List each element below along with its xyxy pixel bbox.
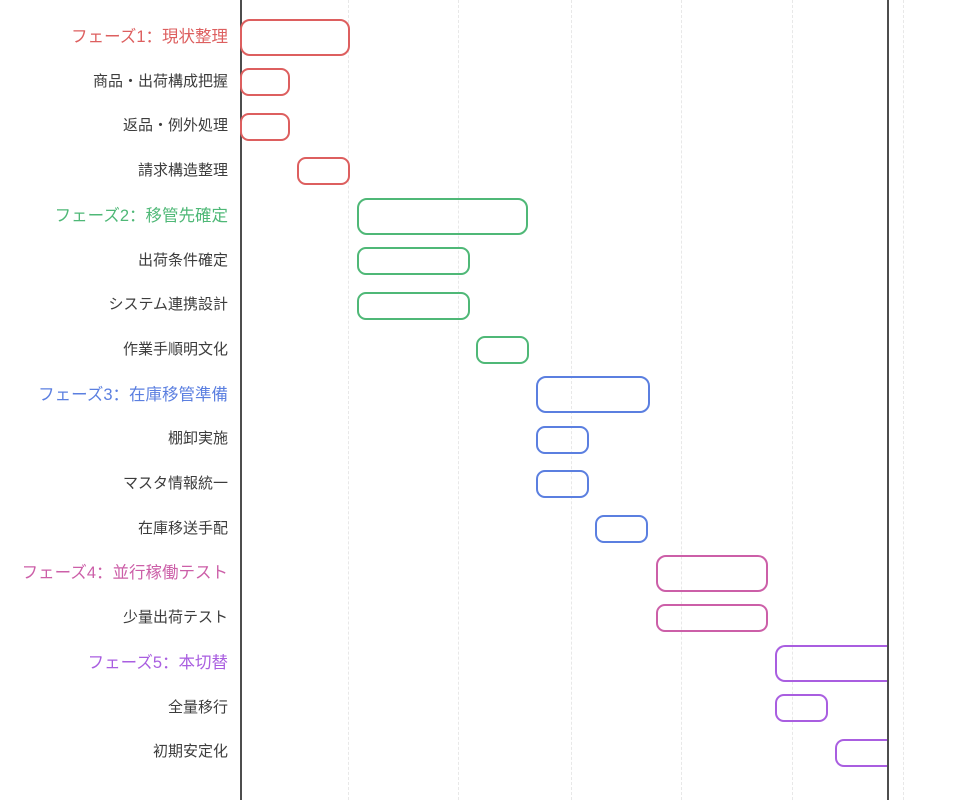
gantt-bar[interactable]: [536, 425, 589, 454]
gantt-bar[interactable]: [536, 470, 589, 499]
gantt-bar[interactable]: [835, 738, 887, 767]
row-label: 請求構造整理: [137, 162, 228, 180]
gantt-task-row[interactable]: 少量出荷テスト: [0, 596, 973, 641]
row-label: 棚卸実施: [167, 430, 228, 448]
gantt-task-row[interactable]: 初期安定化: [0, 730, 973, 775]
row-label: 在庫移送手配: [137, 519, 228, 537]
gridline-1: [458, 0, 459, 800]
row-label: 初期安定化: [152, 743, 228, 761]
row-label: システム連携設計: [108, 296, 228, 314]
gantt-bar[interactable]: [536, 376, 650, 414]
row-label: フェーズ5：本切替: [87, 653, 228, 672]
gantt-task-row[interactable]: 商品・出荷構成把握: [0, 60, 973, 105]
gantt-phase-row[interactable]: フェーズ3：在庫移管準備: [0, 373, 973, 418]
gridline-0: [348, 0, 349, 800]
gantt-bar[interactable]: [240, 68, 290, 97]
today-marker: [887, 0, 889, 800]
axis-left: [240, 0, 242, 800]
gantt-bar[interactable]: [656, 555, 768, 593]
row-label: フェーズ1：現状整理: [71, 28, 228, 46]
gridline-5: [903, 0, 904, 800]
gantt-task-row[interactable]: システム連携設計: [0, 283, 973, 328]
row-label: 少量出荷テスト: [122, 609, 228, 627]
gantt-task-row[interactable]: 請求構造整理: [0, 149, 973, 194]
row-label: 作業手順明文化: [122, 340, 228, 358]
gantt-task-row[interactable]: 棚卸実施: [0, 417, 973, 462]
row-label: 商品・出荷構成把握: [92, 72, 228, 90]
gantt-task-row[interactable]: 返品・例外処理: [0, 104, 973, 149]
gantt-bar[interactable]: [357, 197, 528, 235]
gantt-bar[interactable]: [240, 18, 350, 56]
gantt-task-row[interactable]: 全量移行: [0, 686, 973, 731]
row-label: フェーズ4：並行稼働テスト: [21, 564, 228, 583]
gridline-4: [792, 0, 793, 800]
gantt-bar[interactable]: [476, 336, 529, 365]
gantt-phase-row[interactable]: フェーズ2：移管先確定: [0, 194, 973, 239]
row-label: フェーズ2：移管先確定: [54, 206, 228, 225]
gridline-3: [681, 0, 682, 800]
row-label: フェーズ3：在庫移管準備: [38, 385, 228, 404]
gantt-bar[interactable]: [775, 693, 828, 722]
gantt-bar[interactable]: [357, 291, 470, 320]
gantt-bar[interactable]: [297, 157, 350, 186]
gantt-task-row[interactable]: マスタ情報統一: [0, 462, 973, 507]
gantt-task-row[interactable]: 在庫移送手配: [0, 507, 973, 552]
gantt-bar[interactable]: [595, 515, 648, 544]
row-label: マスタ情報統一: [122, 475, 228, 492]
gantt-task-row[interactable]: 出荷条件確定: [0, 239, 973, 284]
row-label: 返品・例外処理: [122, 117, 228, 135]
gantt-phase-row[interactable]: フェーズ5：本切替: [0, 641, 973, 686]
gantt-bar[interactable]: [656, 604, 768, 633]
row-label: 出荷条件確定: [137, 251, 228, 269]
gantt-bar[interactable]: [240, 112, 290, 141]
gantt-task-row[interactable]: 作業手順明文化: [0, 328, 973, 373]
gantt-phase-row[interactable]: フェーズ1：現状整理: [0, 15, 973, 60]
gantt-bar[interactable]: [357, 246, 470, 275]
row-label: 全量移行: [167, 698, 228, 716]
gantt-bar[interactable]: [775, 644, 887, 682]
gantt-phase-row[interactable]: フェーズ4：並行稼働テスト: [0, 551, 973, 596]
gridline-2: [571, 0, 572, 800]
